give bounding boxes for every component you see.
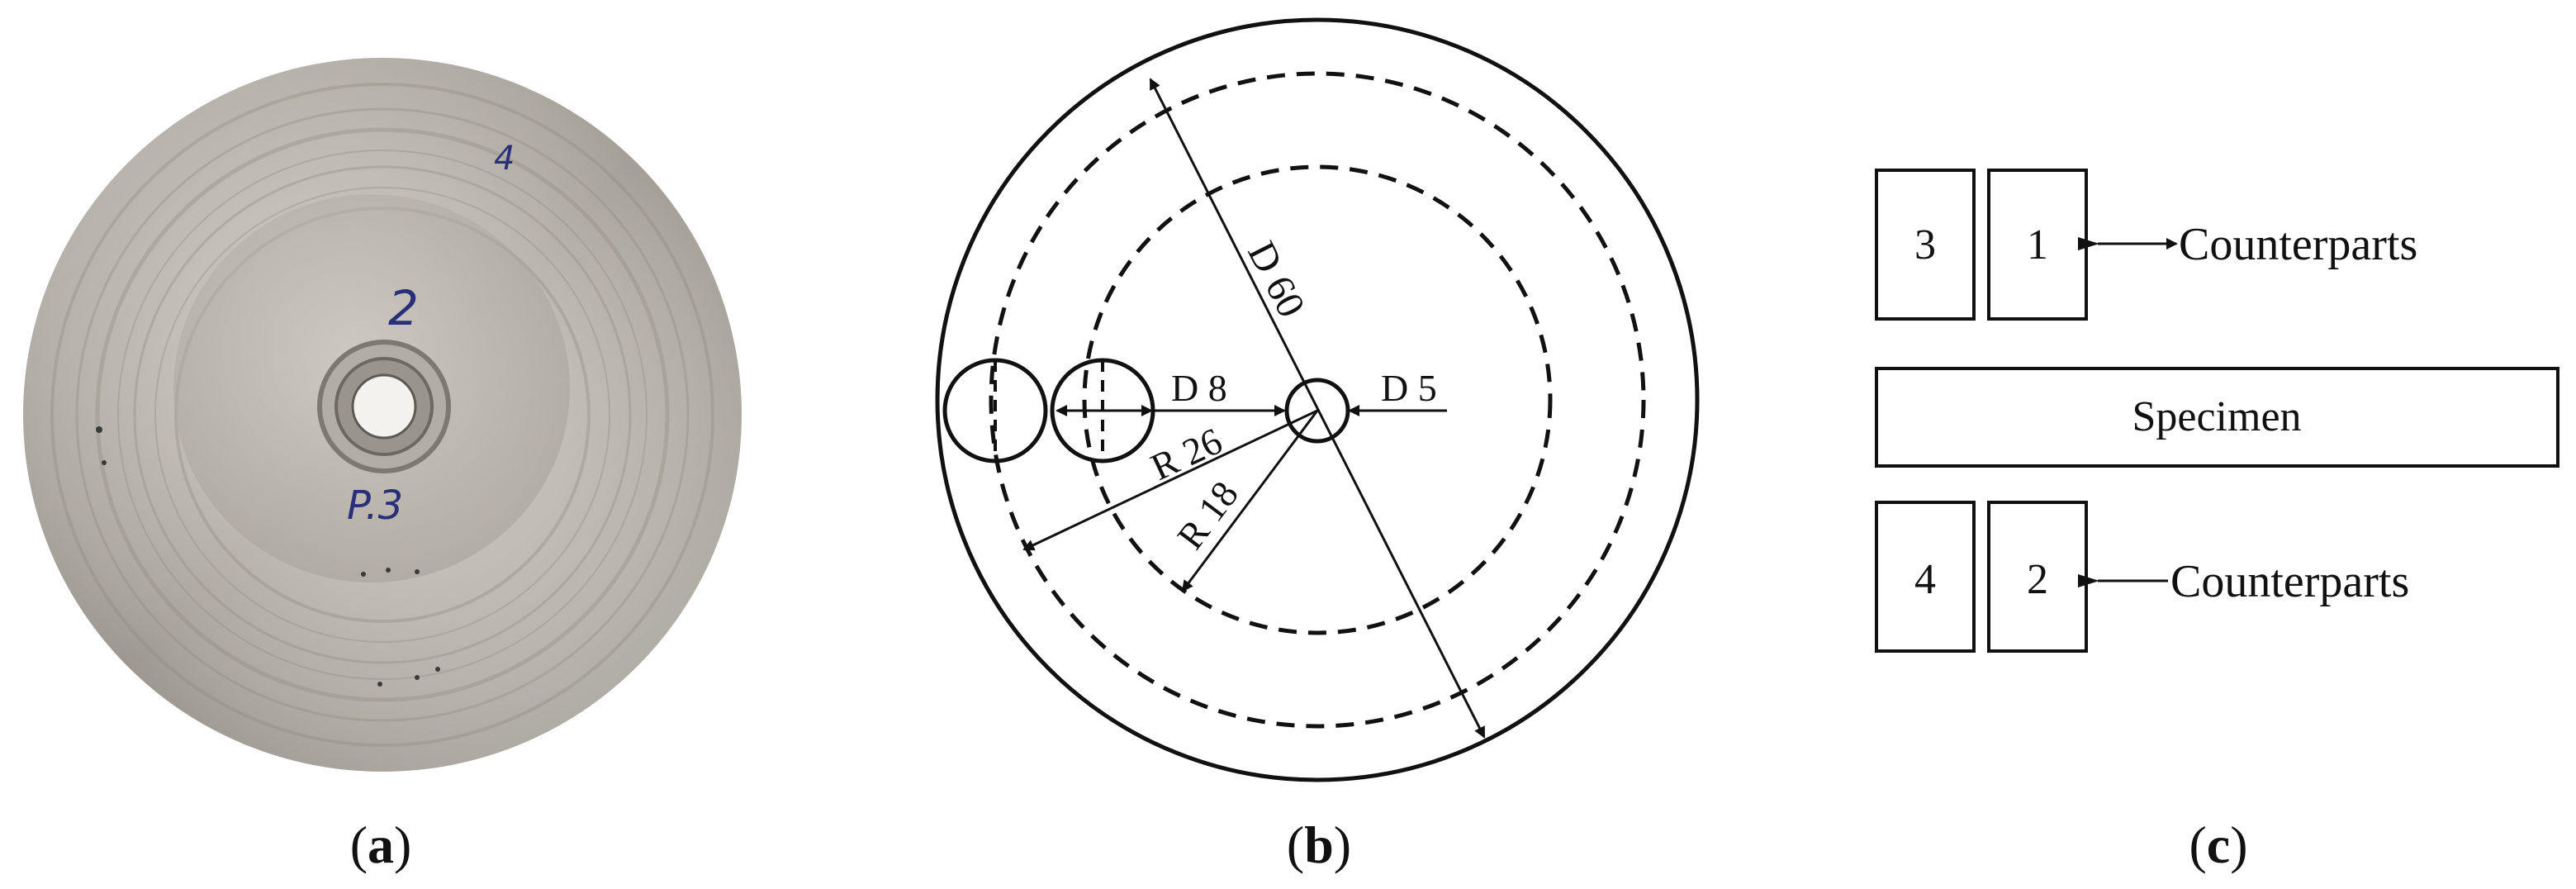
box-label-4: 4 [1914,556,1936,603]
counterpart-box-2 [1987,501,2088,653]
label-top-counterparts: Counterparts [2179,219,2417,270]
svg-text:(b): (b) [1287,815,1351,874]
specimen-box [1875,367,2559,468]
caption-c: (c) [2189,815,2247,874]
disc-mark-2: 2 [388,280,419,336]
dim-line-r18 [1181,410,1319,592]
label-d60: D 60 [1239,235,1313,324]
disc-center-hole [351,373,417,440]
label-r18: R 18 [1169,473,1246,557]
wear-track-inner [1082,164,1553,635]
specimen-label: Specimen [2132,393,2301,440]
svg-text:(a): (a) [350,815,412,874]
label-d8: D 8 [1171,367,1227,409]
disc-turning-rings [50,83,714,747]
counterpart-box-4 [1875,501,1976,653]
panel-b-drawing [935,17,1700,782]
dim-line-d60 [1149,78,1486,739]
disc-mark-p3: P.3 [347,483,403,529]
panel-c-labels: 3 1 Specimen 4 2 Counterparts Counterpar… [1914,219,2417,607]
dim-line-r26 [1022,409,1318,551]
disc-mark-4: 4 [494,140,515,178]
panel-a-photo: 4 2 P.3 [23,58,742,772]
caption-a: (a) [350,815,412,874]
label-d5: D 5 [1381,367,1437,409]
panel-c-arrangement [1875,169,2559,653]
box-label-2: 2 [2027,556,2048,603]
disc-wear-dots [96,426,440,687]
caption-b: (b) [1287,815,1351,874]
svg-text:(c): (c) [2189,815,2247,874]
label-bottom-counterparts: Counterparts [2170,556,2409,607]
counterpart-box-1 [1987,169,2088,321]
counterpart-box-3 [1875,169,1976,321]
box-label-3: 3 [1914,221,1936,269]
wear-track-outer [989,71,1646,729]
outer-circle [935,17,1700,782]
box-label-1: 1 [2027,221,2048,269]
